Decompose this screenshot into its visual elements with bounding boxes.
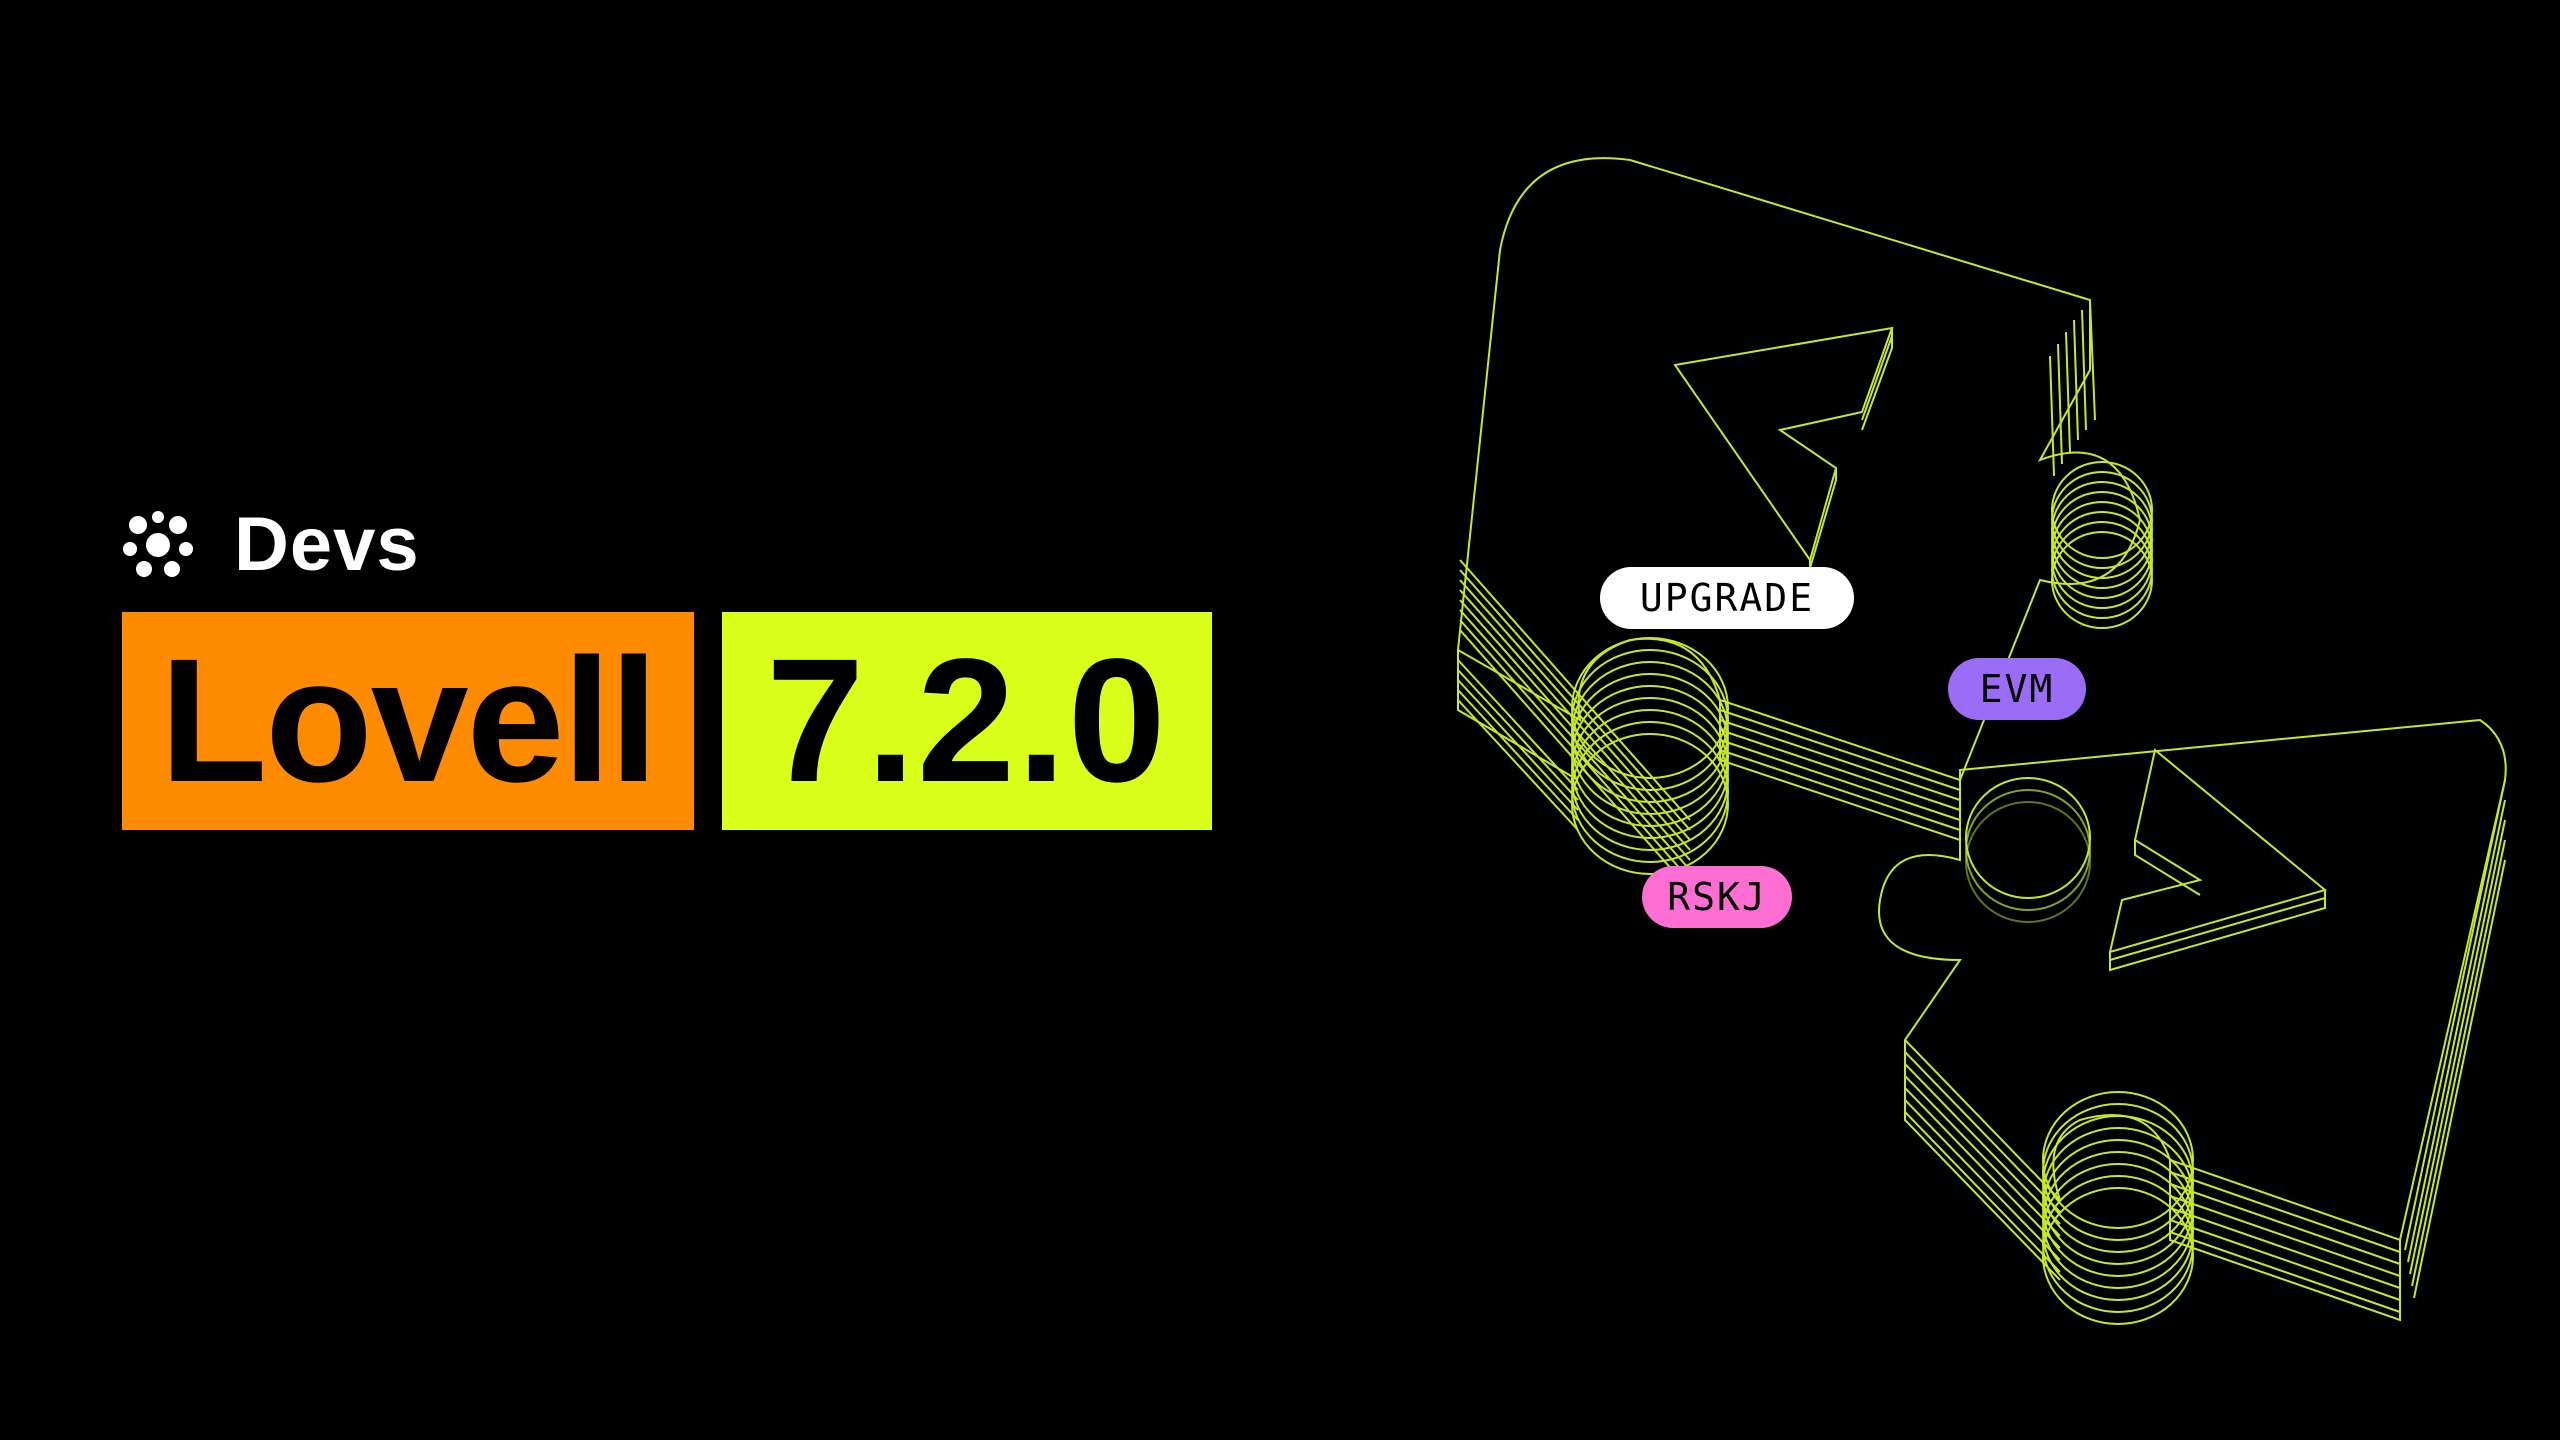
tag-rskj: RSKJ: [1642, 866, 1792, 928]
tag-evm: EVM: [1948, 658, 2086, 720]
lower-chevron: [2108, 748, 2328, 954]
release-version: 7.2.0: [766, 623, 1168, 819]
tag-rskj-label: RSKJ: [1667, 875, 1767, 919]
upper-piece-layers: [1459, 559, 1691, 891]
release-name: Lovell: [159, 623, 659, 819]
cluster-dots-icon: [123, 511, 193, 577]
release-name-block: Lovell: [122, 612, 694, 830]
upper-chevron: [1673, 326, 1894, 563]
brand-header: Devs: [122, 500, 420, 590]
lower-puzzle-piece: [1878, 718, 2507, 1325]
upper-puzzle-piece: [1456, 157, 2153, 891]
tag-evm-label: EVM: [1979, 667, 2055, 711]
tag-upgrade-label: UPGRADE: [1639, 576, 1815, 620]
tag-upgrade: UPGRADE: [1600, 567, 1854, 629]
puzzle-pieces-illustration: [1456, 157, 2507, 1325]
lower-piece-outline: [1878, 718, 2507, 1242]
release-version-block: 7.2.0: [722, 612, 1212, 830]
brand-name: Devs: [234, 502, 420, 587]
